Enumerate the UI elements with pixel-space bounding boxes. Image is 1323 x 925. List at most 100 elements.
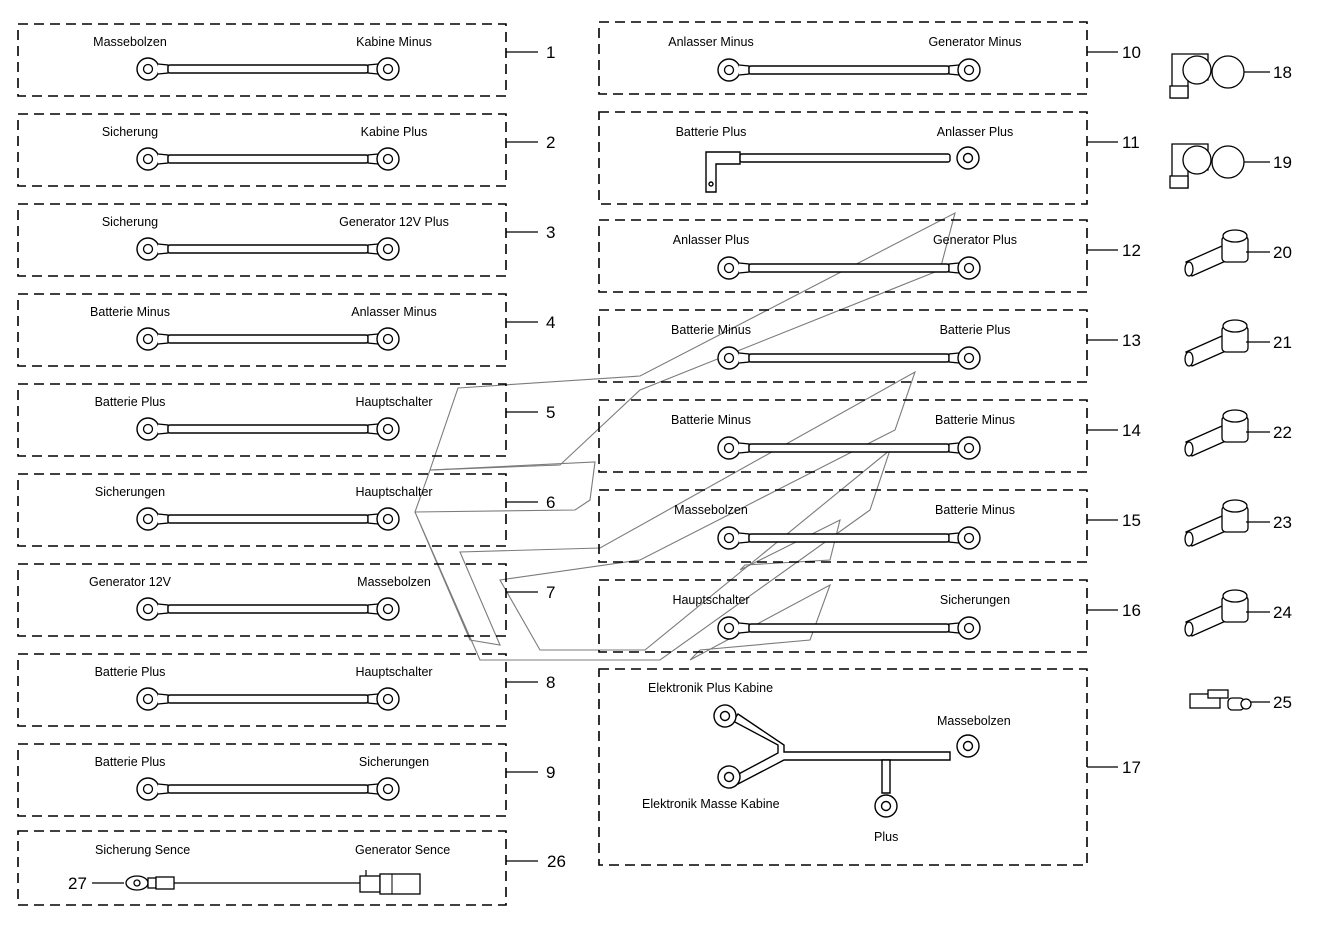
cable-box — [598, 579, 1088, 653]
cable-left-label: Batterie Plus — [95, 395, 166, 409]
cable-number: 16 — [1122, 601, 1141, 620]
harness-label-bottom-left: Elektronik Masse Kabine — [642, 797, 780, 811]
cable-box — [17, 203, 507, 277]
cable-box — [598, 399, 1088, 473]
terminal-cap-drawing — [1184, 499, 1249, 547]
sense-ring-terminal — [125, 875, 175, 891]
cable-box — [17, 653, 507, 727]
cable-number: 8 — [546, 673, 555, 692]
cable-box — [17, 383, 507, 457]
cable-drawing — [717, 256, 981, 280]
cable-left-label: Batterie Plus — [676, 125, 747, 139]
cable-left-label: Sicherung — [102, 125, 158, 139]
cable-left-label: Batterie Plus — [95, 755, 166, 769]
cable-drawing — [717, 346, 981, 370]
cable-right-label: Anlasser Plus — [937, 125, 1013, 139]
part-group-24: 24 — [1184, 589, 1292, 637]
cable-left-label: Sicherung — [102, 215, 158, 229]
part-number: 20 — [1273, 243, 1292, 262]
cable-left-label: Massebolzen — [674, 503, 748, 517]
cable-box — [598, 21, 1088, 95]
cable-box — [17, 23, 507, 97]
cable-right-label: Hauptschalter — [355, 665, 432, 679]
terminal-cap-drawing — [1184, 409, 1249, 457]
part-number: 19 — [1273, 153, 1292, 172]
cable-number: 2 — [546, 133, 555, 152]
cable-right-label: Batterie Plus — [940, 323, 1011, 337]
harness-label-top-left: Elektronik Plus Kabine — [648, 681, 773, 695]
cable-right-label: Batterie Minus — [935, 503, 1015, 517]
cable-drawing — [136, 597, 400, 621]
cable-left-label: Batterie Minus — [671, 323, 751, 337]
cable-drawing — [717, 616, 981, 640]
cable-number: 12 — [1122, 241, 1141, 260]
cable-group-15: 15 Massebolzen Batterie Minus — [598, 489, 1141, 563]
sense-cable-group: 26 Sicherung Sence Generator Sence 27 — [17, 830, 566, 906]
cable-left-label: Massebolzen — [93, 35, 167, 49]
cable-right-label: Batterie Minus — [935, 413, 1015, 427]
cable-number: 10 — [1122, 43, 1141, 62]
part-number: 23 — [1273, 513, 1292, 532]
cable-box — [17, 563, 507, 637]
cable-right-label: Hauptschalter — [355, 485, 432, 499]
cable-right-label: Hauptschalter — [355, 395, 432, 409]
cable-drawing — [717, 526, 981, 550]
cable-left-label: Generator 12V — [89, 575, 172, 589]
cable-number: 6 — [546, 493, 555, 512]
cable-group-6: 6 Sicherungen Hauptschalter — [17, 473, 555, 547]
cable-number: 7 — [546, 583, 555, 602]
sense-left-label: Sicherung Sence — [95, 843, 190, 857]
harness-group: 17 Elektronik Plus Kabine Massebolzen El… — [598, 668, 1141, 866]
cable-right-label: Massebolzen — [357, 575, 431, 589]
cable-right-label: Sicherungen — [359, 755, 429, 769]
cable-right-label: Generator Plus — [933, 233, 1017, 247]
cable-box — [17, 473, 507, 547]
cable-box — [598, 219, 1088, 293]
battery-clamp-drawing — [1169, 53, 1245, 99]
cable-group-13: 13 Batterie Minus Batterie Plus — [598, 309, 1141, 383]
cable-left-label: Sicherungen — [95, 485, 165, 499]
part-group-21: 21 — [1184, 319, 1292, 367]
cable-box — [598, 489, 1088, 563]
part-group-19: 19 — [1169, 143, 1292, 189]
cable-number: 9 — [546, 763, 555, 782]
cable-left-label: Batterie Minus — [671, 413, 751, 427]
cable-number: 14 — [1122, 421, 1141, 440]
part-number: 25 — [1273, 693, 1292, 712]
cable-group-9: 9 Batterie Plus Sicherungen — [17, 743, 555, 817]
part-group-22: 22 — [1184, 409, 1292, 457]
harness-label-right: Massebolzen — [937, 714, 1011, 728]
harness-box — [598, 668, 1088, 866]
cable-drawing — [717, 58, 981, 82]
terminal-cap-drawing — [1184, 589, 1249, 637]
part-number: 22 — [1273, 423, 1292, 442]
cable-left-label: Batterie Minus — [90, 305, 170, 319]
cable-right-label: Anlasser Minus — [351, 305, 436, 319]
part-group-20: 20 — [1184, 229, 1292, 277]
cable-number: 13 — [1122, 331, 1141, 350]
cable-right-label: Kabine Plus — [361, 125, 428, 139]
cable-number: 3 — [546, 223, 555, 242]
battery-clamp-drawing — [1169, 143, 1245, 189]
cable-number: 15 — [1122, 511, 1141, 530]
cable-drawing — [136, 417, 400, 441]
ring-terminal-number: 27 — [68, 874, 87, 893]
terminal-cap-drawing — [1184, 319, 1249, 367]
cable-group-4: 4 Batterie Minus Anlasser Minus — [17, 293, 555, 367]
cable-box — [17, 113, 507, 187]
cable-drawing — [136, 687, 400, 711]
cable-box — [598, 111, 1088, 205]
cable-drawing — [136, 57, 400, 81]
cable-left-label: Batterie Plus — [95, 665, 166, 679]
cable-number: 4 — [546, 313, 555, 332]
cable-drawing — [136, 327, 400, 351]
